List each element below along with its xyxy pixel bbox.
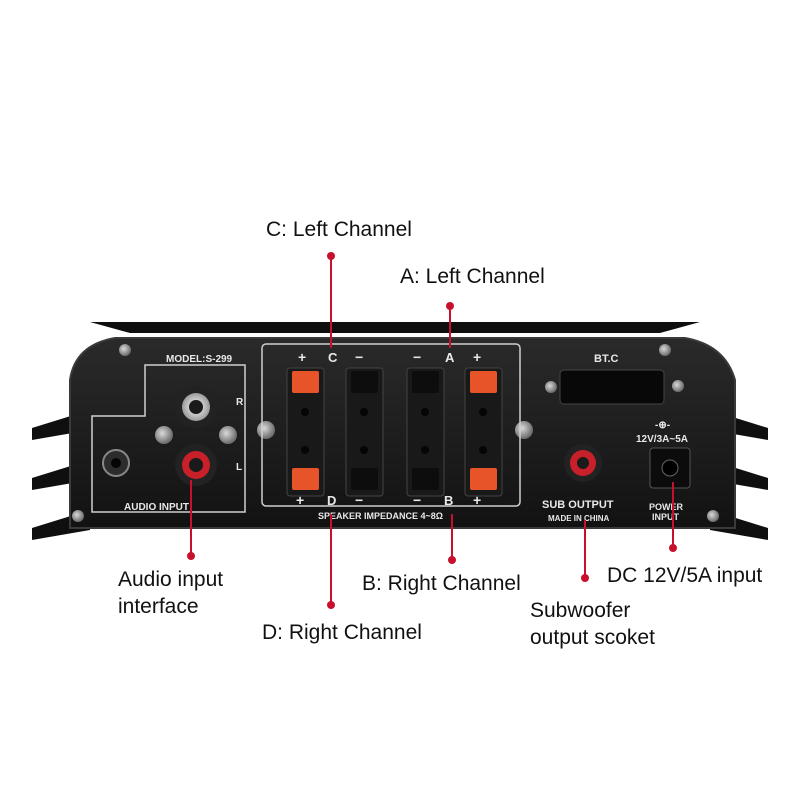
callout-d-right-channel: D: Right Channel bbox=[262, 621, 422, 644]
terminal-c-plus[interactable] bbox=[286, 367, 325, 497]
sub-output-label: SUB OUTPUT bbox=[542, 499, 614, 511]
power-input-line2: INPUT bbox=[652, 512, 680, 522]
terminal-a-minus[interactable] bbox=[406, 367, 445, 497]
b-minus-label: − bbox=[413, 492, 421, 508]
a-plus-label: + bbox=[473, 349, 481, 365]
speaker-terminal-block: + C − − A + + D − − B + SPEAKER IMPEDANC… bbox=[261, 343, 521, 521]
power-input-line1: POWER bbox=[649, 502, 684, 512]
audio-input-label: AUDIO INPUT bbox=[124, 502, 189, 513]
callout-sub-line2: output scoket bbox=[530, 626, 655, 649]
c-minus-label: − bbox=[355, 349, 363, 365]
power-input-section: -⊕- 12V/3A~5A POWER INPUT bbox=[636, 420, 691, 522]
a-label: A bbox=[445, 350, 455, 365]
callout-leaders bbox=[187, 252, 677, 609]
made-in-label: MADE IN CHINA bbox=[548, 514, 610, 523]
power-symbol: -⊕- bbox=[655, 420, 670, 431]
b-label: B bbox=[444, 493, 453, 508]
input-r-label: R bbox=[236, 397, 244, 408]
audio-input-section: MODEL:S-299 R L AUDIO INPUT bbox=[91, 354, 246, 513]
model-label: MODEL:S-299 bbox=[166, 354, 233, 365]
callout-b-right-channel: B: Right Channel bbox=[362, 572, 521, 595]
d-minus-label: − bbox=[355, 492, 363, 508]
c-plus-label: + bbox=[298, 349, 306, 365]
callout-audio-line1: Audio input bbox=[118, 568, 224, 591]
d-label: D bbox=[327, 493, 336, 508]
sub-output-section: SUB OUTPUT MADE IN CHINA bbox=[542, 381, 614, 523]
callout-audio-input: Audio input interface bbox=[118, 566, 223, 620]
callout-audio-line2: interface bbox=[118, 595, 199, 618]
a-minus-label: − bbox=[413, 349, 421, 365]
terminal-c-minus[interactable] bbox=[345, 367, 384, 497]
callout-subwoofer: Subwoofer output scoket bbox=[530, 597, 655, 651]
c-label: C bbox=[328, 350, 338, 365]
bluetooth-module: BT.C bbox=[559, 353, 665, 405]
callout-sub-line1: Subwoofer bbox=[530, 599, 631, 622]
b-plus-label: + bbox=[473, 492, 481, 508]
callout-a-left-channel: A: Left Channel bbox=[400, 265, 545, 288]
d-plus-label: + bbox=[296, 492, 304, 508]
callout-c-left-channel: C: Left Channel bbox=[266, 218, 412, 241]
bt-label: BT.C bbox=[594, 353, 619, 365]
callout-dc-input: DC 12V/5A input bbox=[607, 564, 763, 587]
terminal-a-plus[interactable] bbox=[464, 367, 503, 497]
power-rating: 12V/3A~5A bbox=[636, 434, 688, 445]
input-l-label: L bbox=[236, 462, 242, 473]
impedance-label: SPEAKER IMPEDANCE 4~8Ω bbox=[318, 511, 443, 521]
